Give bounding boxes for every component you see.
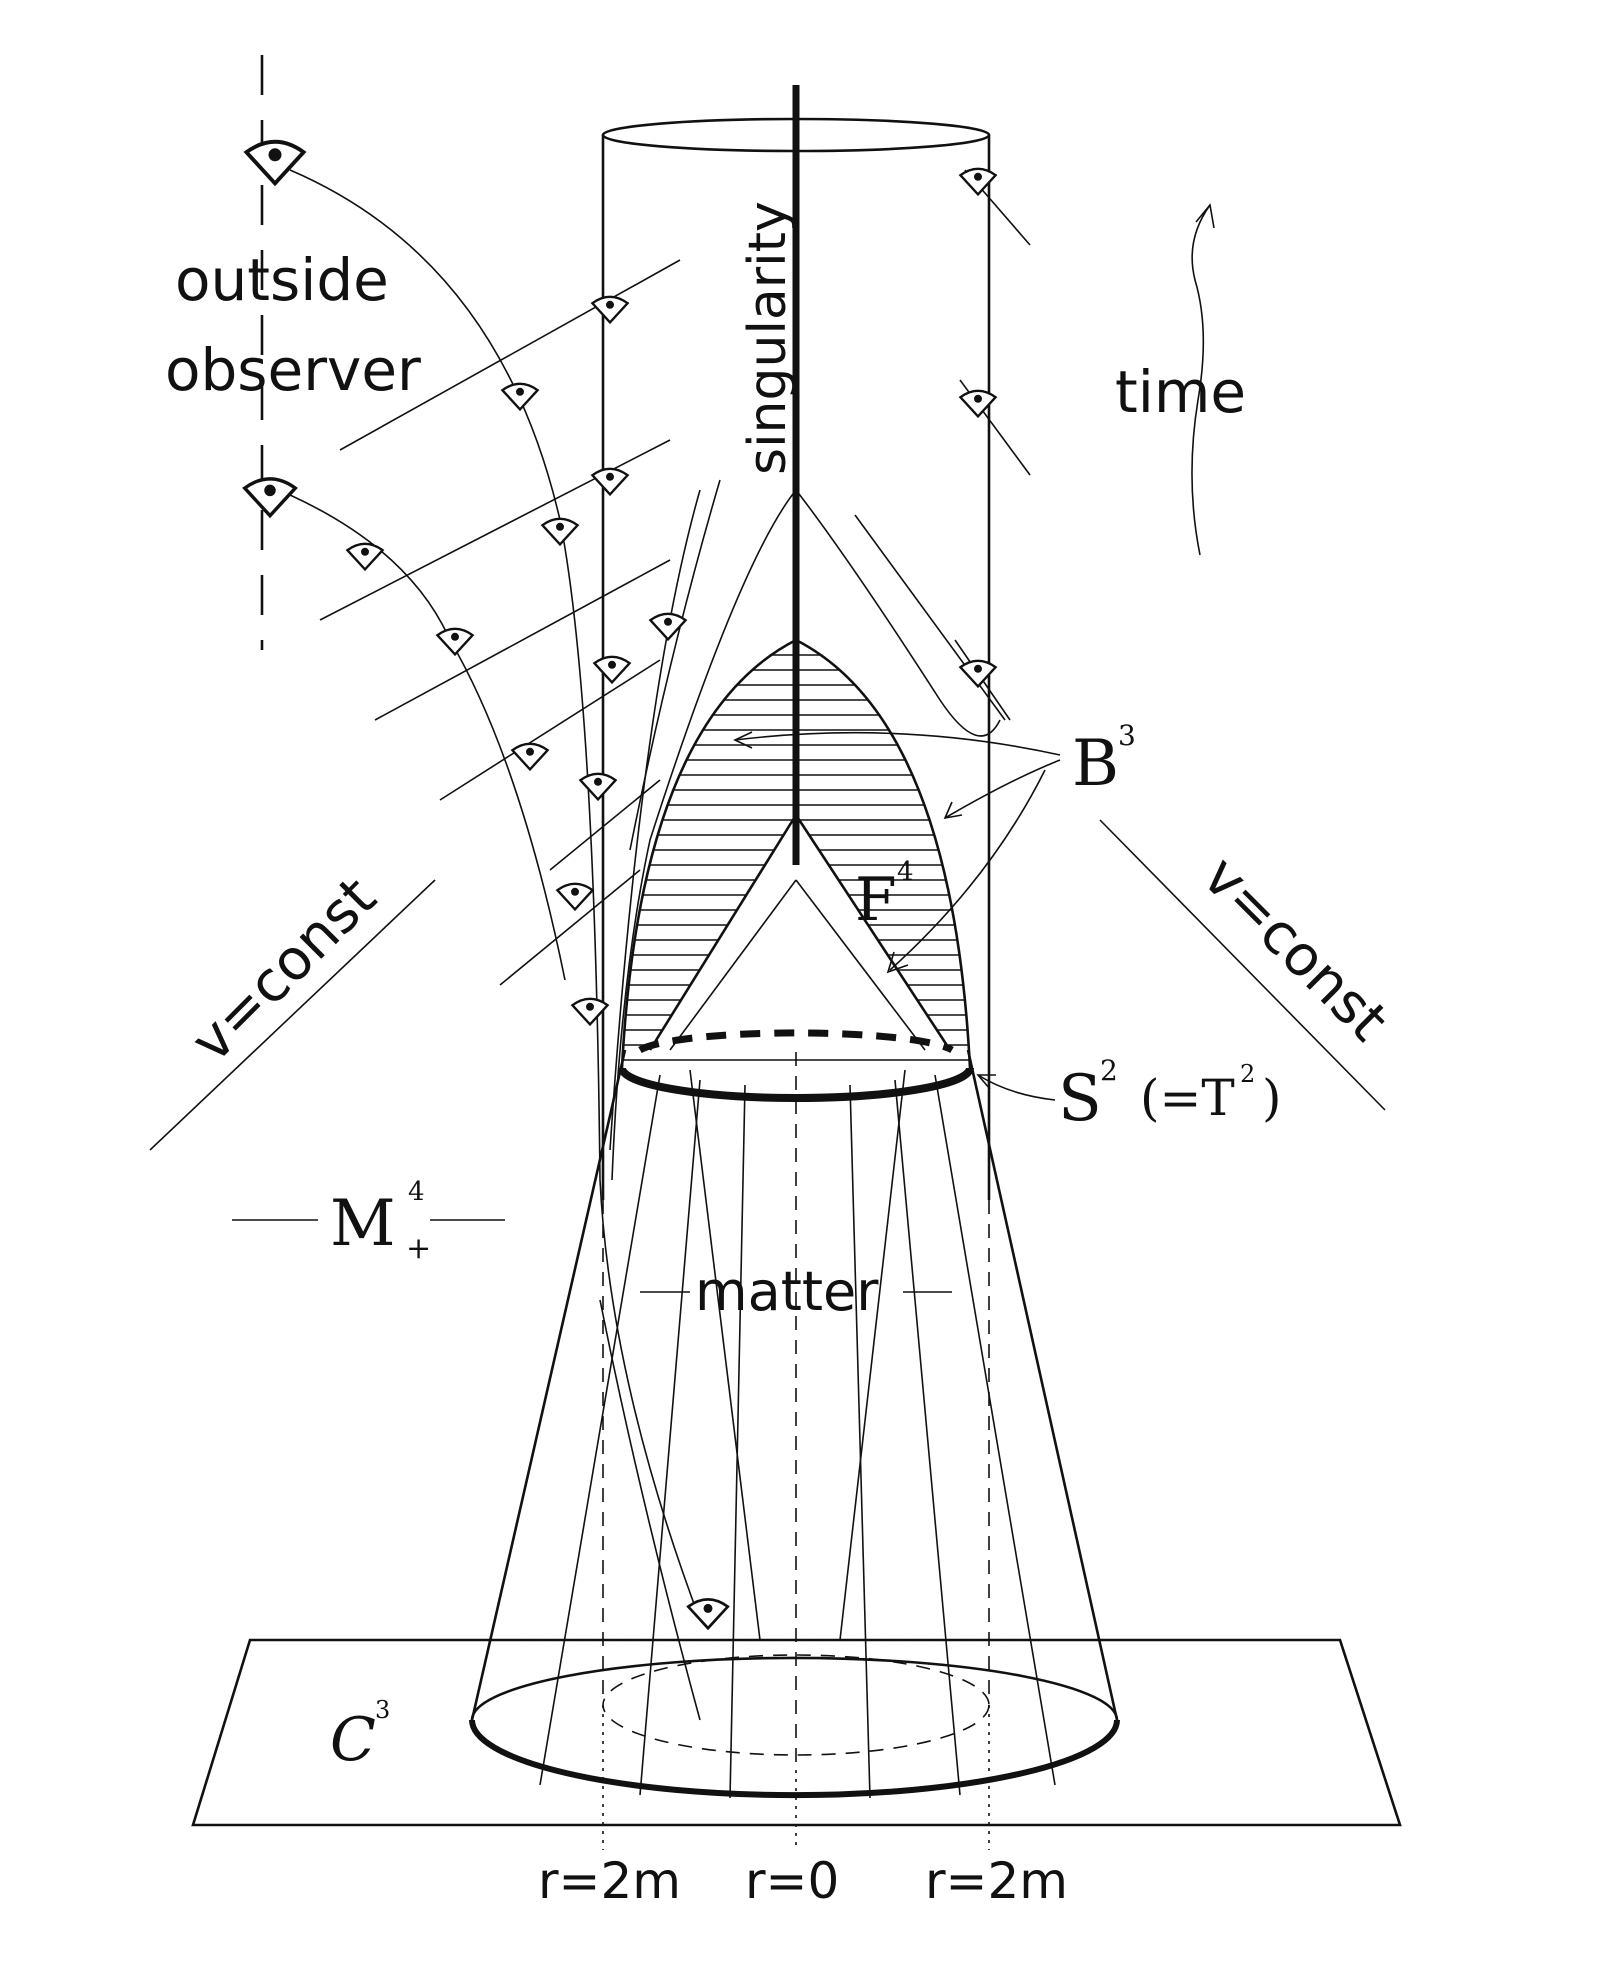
s2-pointer-arrow-head [976,1074,996,1090]
eye-icon [500,382,540,412]
cone-generator [894,1079,961,1796]
cone-generator [849,1084,871,1799]
label-s2: S [1058,1062,1102,1136]
label-s2-sup: 2 [1100,1054,1118,1087]
label-outside: outside [175,246,389,314]
label-r-2m-right: r=2m [925,1852,1068,1910]
observer-eyes [242,139,998,1631]
inner-cone-secondary [795,879,926,1051]
null-line [549,779,661,871]
eye-icon [345,542,385,572]
label-t2-open: (=T [1140,1069,1235,1127]
b3-pointer-arrow [944,759,1061,819]
trapped-surface-front [618,1067,974,1102]
null-line [339,259,681,451]
label-r-2m-left: r=2m [538,1852,681,1910]
time-arrow [1191,204,1211,556]
null-line [374,559,671,721]
horizon-generator [609,489,701,1151]
light-ray-curve [289,169,601,1181]
label-v-const-left: v=const [179,865,389,1075]
label-m4-sup: 4 [408,1177,425,1207]
label-c3-sup: 3 [375,1696,390,1724]
b3-pointer-arrow-head [733,731,753,749]
null-line-left [149,879,436,1151]
matter-cone-base-back [470,1656,1119,1721]
eye-icon [686,1598,730,1631]
eye-icon [555,882,595,912]
label-matter: matter [695,1260,879,1323]
null-line [319,439,671,621]
label-f4: F [855,865,897,935]
label-time: time [1115,358,1246,426]
light-ray-curve [599,1179,701,1621]
null-line [439,659,661,801]
horizon-generator [795,489,1001,737]
eye-icon [243,139,307,187]
time-arrow-head [1195,203,1215,229]
eye-icon [590,295,630,325]
inner-cone-secondary [669,879,797,1051]
matter-cone-left-edge [470,1049,627,1721]
eye-icon [592,655,632,685]
label-r-0: r=0 [745,1852,839,1910]
inner-cone-mask [650,815,950,1050]
null-line-right-short [854,514,1006,721]
matter-cone-base-front [469,1719,1120,1799]
cone-generator [729,1084,746,1799]
cone-generator [839,1069,906,1641]
light-ray-curve [599,1299,701,1721]
cone-generator [639,1079,701,1796]
b3-pointer-arrow-head [943,801,963,820]
b3-pointer-arrow [889,769,1046,971]
eye-icon [958,389,998,419]
horizon-generator [629,479,721,851]
null-line-right [1099,819,1386,1111]
s2-pointer-arrow [977,1074,1056,1101]
eye-icon [590,467,630,497]
trapped-surface-back-dashed [638,1029,954,1054]
inner-cone-outline [648,814,798,1051]
label-m4: M [330,1187,396,1261]
cone-generator [689,1069,761,1641]
label-t2-close: ) [1262,1069,1282,1127]
label-c3: C [330,1705,376,1775]
cone-generator [539,1074,661,1786]
trapped-region-outline [795,638,972,1069]
label-observer: observer [165,336,421,404]
eye-icon [578,772,618,802]
eye-icon [958,167,998,197]
label-b3-sup: 3 [1118,719,1136,752]
label-f4-sup: 4 [897,857,914,887]
cone-generator [934,1074,1056,1786]
label-b3: B [1072,727,1119,801]
b3-pointer-arrow [734,731,1061,756]
horizon-generator [611,489,797,1181]
eye-icon [540,517,580,547]
label-singularity: singularity [738,201,798,475]
null-line [499,869,641,986]
eye-icon [648,612,688,642]
label-t2-sup: 2 [1240,1060,1255,1088]
label-m4-sub: + [406,1231,431,1266]
eye-icon [435,627,475,657]
eye-icon [510,742,550,772]
matter-cone-right-edge [966,1049,1119,1721]
label-v-const-right: v=const [1190,844,1400,1054]
eye-icon [242,477,298,519]
eye-icon [958,659,998,689]
trapped-region-outline [620,638,797,1069]
inner-cone-outline [794,814,952,1051]
b3-pointer-arrow-head [886,951,909,974]
eye-icon [570,997,610,1027]
